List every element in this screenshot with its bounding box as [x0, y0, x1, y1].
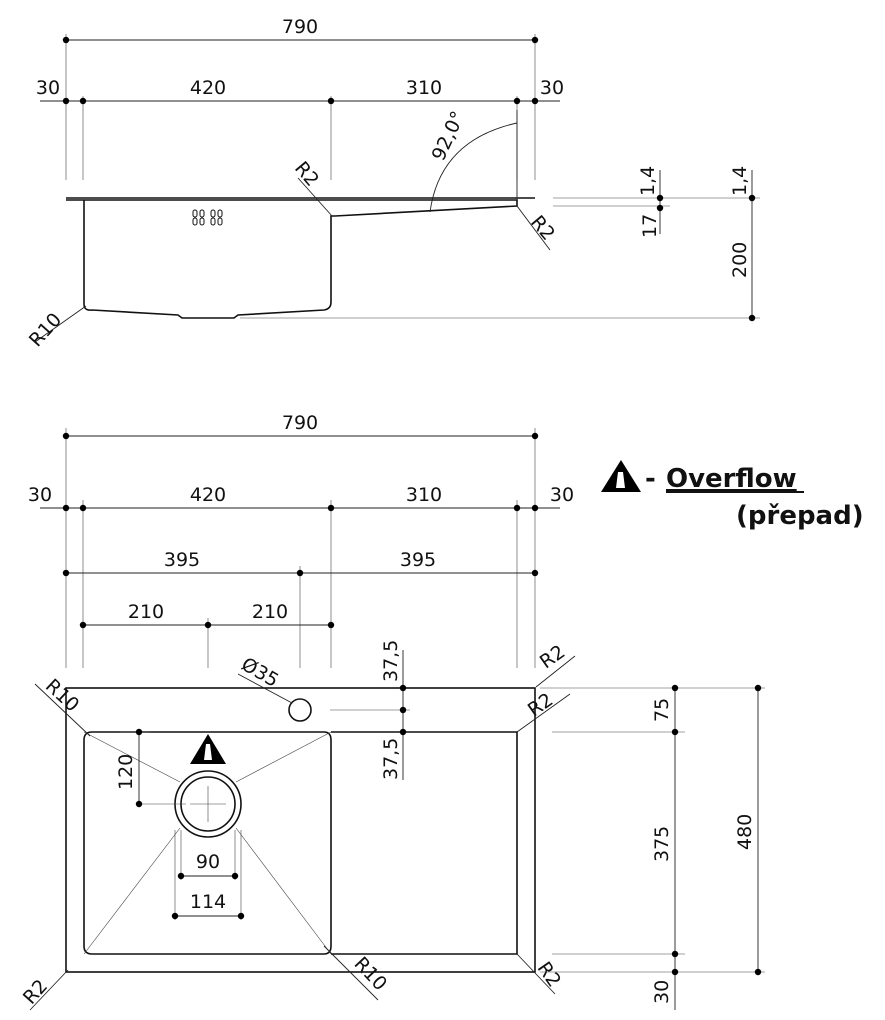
dim-thickness-b: 1,4 [729, 166, 751, 196]
plan-dim-rim-bottom: 30 [651, 980, 673, 1004]
bowl-outline [83, 731, 332, 955]
plan-dim-waste-offset: 120 [115, 754, 137, 790]
plan-dim-bowl-half-b: 210 [252, 601, 288, 623]
radius-drainer-end: R2 [526, 211, 559, 245]
plan-dim-tap-offset-top: 37,5 [380, 640, 402, 682]
plan-dim-drainer-width: 310 [406, 484, 442, 506]
angle-arc [429, 122, 518, 213]
overflow-legend: - Overflow (přepad) [601, 460, 864, 531]
plan-radius-bottom-right: R2 [533, 958, 566, 991]
legend-label: Overflow [666, 464, 797, 494]
dim-overall-width: 790 [282, 16, 318, 38]
plan-dim-bowl-half-a: 210 [128, 601, 164, 623]
plan-dim-rim-top: 75 [651, 698, 673, 722]
plan-dim-left-rim: 30 [28, 484, 52, 506]
overflow-slots [192, 209, 223, 226]
dim-thickness-a: 1,4 [637, 166, 659, 196]
tap-hole [288, 698, 312, 722]
drain-guides [83, 731, 332, 955]
plan-dim-right-rim: 30 [550, 484, 574, 506]
plan-dim-waste-inner: 90 [196, 851, 220, 873]
dim-bowl-width: 420 [190, 77, 226, 99]
angle-label: 92,0° [428, 108, 470, 164]
drainer-outline [331, 731, 518, 955]
plan-dim-half-b: 395 [400, 549, 436, 571]
plan-dim-tap-offset-bottom: 37,5 [380, 738, 402, 780]
dim-drainer-depth: 17 [639, 214, 661, 238]
plan-radius-outer-top-left: R10 [41, 675, 83, 717]
plan-view: 790 30 420 310 30 395 395 210 210 [19, 412, 765, 1011]
dim-drainer-width: 310 [406, 77, 442, 99]
plan-radius-bottom-left: R2 [19, 975, 52, 1009]
overflow-legend-icon [601, 460, 641, 492]
plan-dim-inner-depth: 375 [651, 826, 673, 862]
radius-top-left: R2 [290, 157, 323, 191]
legend-dash: - [645, 464, 656, 494]
plan-dim-half-a: 395 [164, 549, 200, 571]
plan-radius-bowl-bottom-right: R10 [350, 953, 392, 995]
overflow-warning-icon [190, 734, 226, 764]
dim-right-rim: 30 [540, 77, 564, 99]
legend-translation: (přepad) [736, 501, 864, 531]
bowl-profile [83, 200, 335, 319]
radius-bowl-bottom: R10 [25, 309, 66, 352]
dim-bowl-depth: 200 [729, 242, 751, 278]
plan-dim-bowl-width: 420 [190, 484, 226, 506]
plan-dim-overall-width: 790 [282, 412, 318, 434]
plan-dim-waste-outer: 114 [190, 891, 226, 913]
plan-radius-inner-top-right: R2 [524, 689, 557, 722]
dim-left-rim: 30 [36, 77, 60, 99]
sink-outline [65, 687, 536, 973]
plan-radius-outer-top-right: R2 [536, 641, 569, 674]
side-view: 790 30 420 310 30 92,0° R2 [25, 16, 760, 351]
plan-dim-overall-depth: 480 [734, 814, 756, 850]
drainer-profile [66, 199, 518, 217]
